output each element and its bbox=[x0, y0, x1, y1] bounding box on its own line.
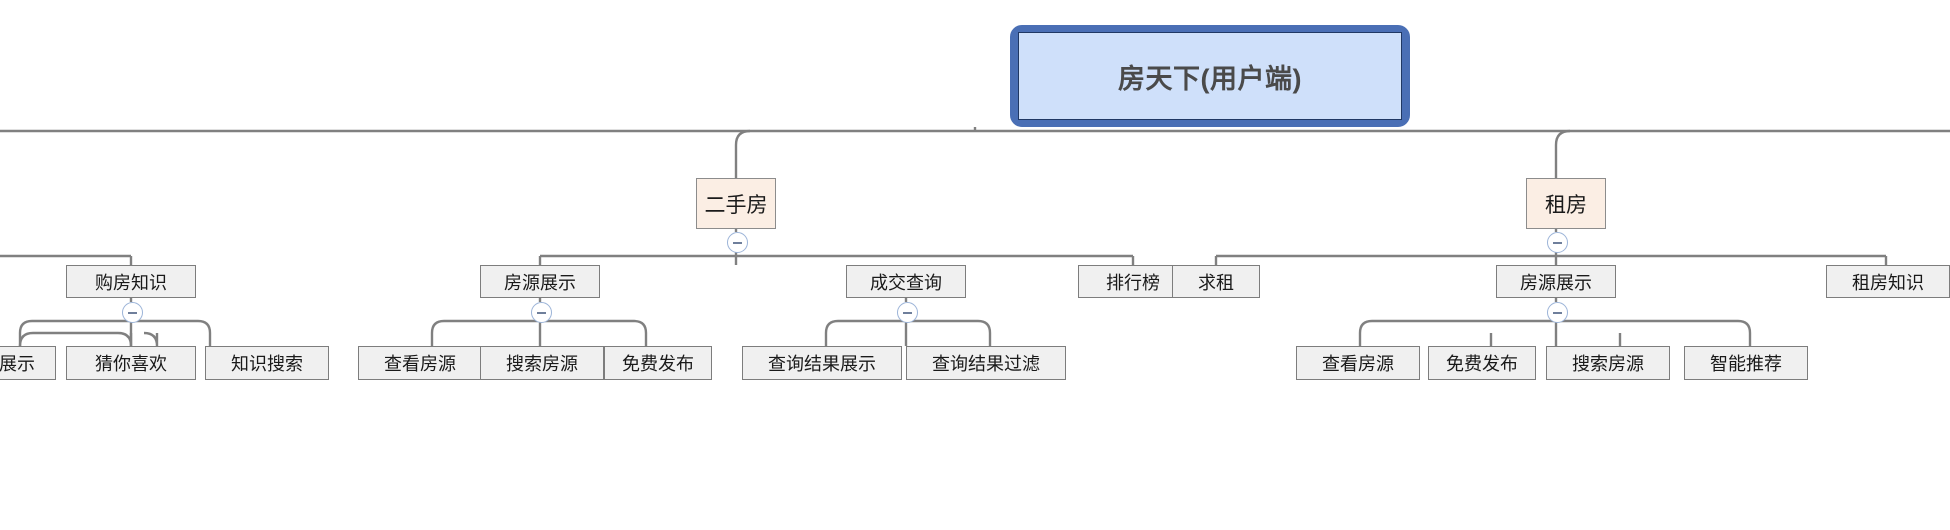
node-zhishisousuo[interactable]: 知识搜索 bbox=[205, 346, 329, 380]
collapse-toggle-goufangzhishi[interactable] bbox=[122, 302, 143, 323]
node-chaxunjieguozhanshi[interactable]: 查询结果展示 bbox=[742, 346, 902, 380]
collapse-toggle-fangyuanzhanshi-ershoufang[interactable] bbox=[531, 302, 552, 323]
node-chakanfangyuan-ershoufang[interactable]: 查看房源 bbox=[358, 346, 482, 380]
node-zufang[interactable]: 租房 bbox=[1526, 178, 1606, 229]
node-mianfeifabu-ershoufang[interactable]: 免费发布 bbox=[604, 346, 712, 380]
node-ershoufang[interactable]: 二手房 bbox=[696, 178, 776, 229]
node-zufangzhishi[interactable]: 租房知识 bbox=[1826, 265, 1950, 298]
minus-circle-icon bbox=[733, 241, 742, 244]
collapse-toggle-chengjiaochaxun[interactable] bbox=[897, 302, 918, 323]
minus-circle-icon bbox=[537, 311, 546, 314]
node-paihangbang[interactable]: 排行榜 bbox=[1078, 265, 1188, 298]
minus-circle-icon bbox=[903, 311, 912, 314]
minus-circle-icon bbox=[128, 311, 137, 314]
root-node-label: 房天下(用户端) bbox=[1018, 32, 1402, 120]
collapse-toggle-fangyuanzhanshi-zufang[interactable] bbox=[1547, 302, 1568, 323]
collapse-toggle-zufang[interactable] bbox=[1547, 232, 1568, 253]
node-chaxunjieguoguolv[interactable]: 查询结果过滤 bbox=[906, 346, 1066, 380]
node-cainixihuan[interactable]: 猜你喜欢 bbox=[66, 346, 196, 380]
minus-circle-icon bbox=[1553, 311, 1562, 314]
node-zhanshi[interactable]: 展示 bbox=[0, 346, 56, 380]
node-fangyuanzhanshi-zufang[interactable]: 房源展示 bbox=[1496, 265, 1616, 298]
node-goufangzhishi[interactable]: 购房知识 bbox=[66, 265, 196, 298]
root-node[interactable]: 房天下(用户端) bbox=[1010, 25, 1410, 127]
node-chakanfangyuan-zufang[interactable]: 查看房源 bbox=[1296, 346, 1420, 380]
minus-circle-icon bbox=[1553, 241, 1562, 244]
node-zhinengtuijian[interactable]: 智能推荐 bbox=[1684, 346, 1808, 380]
node-qiuzu[interactable]: 求租 bbox=[1172, 265, 1260, 298]
node-chengjiaochaxun[interactable]: 成交查询 bbox=[846, 265, 966, 298]
node-mianfeifabu-zufang[interactable]: 免费发布 bbox=[1428, 346, 1536, 380]
node-fangyuanzhanshi-ershoufang[interactable]: 房源展示 bbox=[480, 265, 600, 298]
collapse-toggle-ershoufang[interactable] bbox=[727, 232, 748, 253]
node-sousuofangyuan-zufang[interactable]: 搜索房源 bbox=[1546, 346, 1670, 380]
node-sousuofangyuan-ershoufang[interactable]: 搜索房源 bbox=[480, 346, 604, 380]
